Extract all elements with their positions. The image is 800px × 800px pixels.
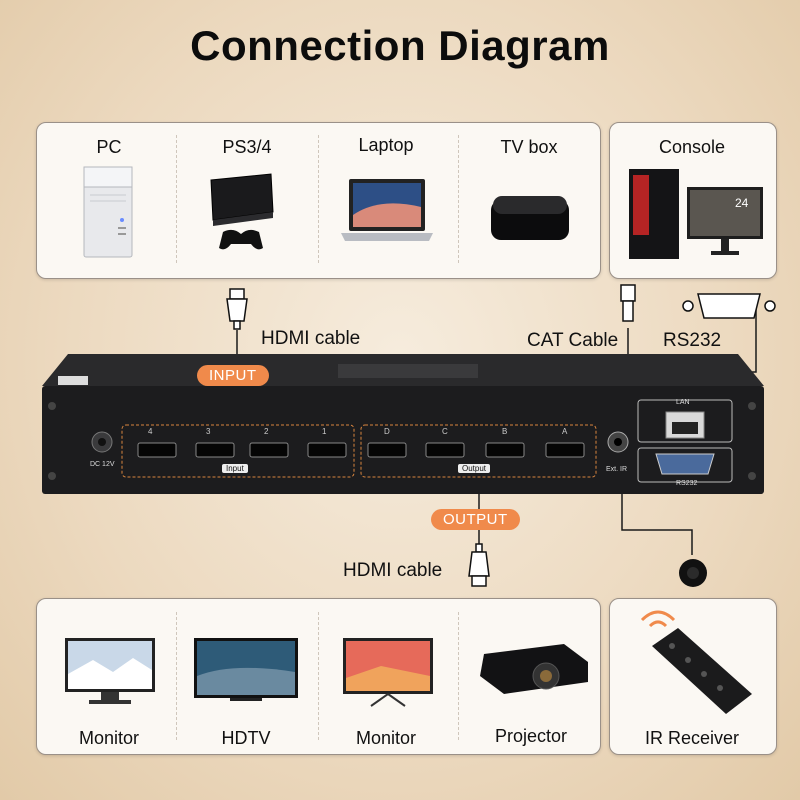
output-pill: OUTPUT bbox=[431, 509, 520, 530]
divider bbox=[318, 612, 319, 740]
output-port-label: B bbox=[502, 427, 508, 436]
divider bbox=[176, 135, 177, 263]
source-ps: PS3/4 bbox=[177, 137, 317, 158]
output-group-label: Output bbox=[458, 464, 491, 473]
source-label: Laptop bbox=[358, 135, 414, 155]
output-port-label: C bbox=[442, 427, 448, 436]
projector-icon bbox=[480, 644, 588, 694]
divider bbox=[176, 612, 177, 740]
hdmi-in-cable-label: HDMI cable bbox=[261, 328, 361, 349]
source-label: PS3/4 bbox=[222, 137, 272, 157]
pc-tower-icon bbox=[83, 166, 133, 258]
rs232-port-label: RS232 bbox=[676, 480, 698, 487]
remote-panel bbox=[609, 598, 777, 755]
input-port-label: 4 bbox=[148, 427, 153, 436]
output-port-label: A bbox=[562, 427, 568, 436]
ext-ir-label: Ext. IR bbox=[606, 466, 628, 473]
sink-label: Monitor bbox=[78, 728, 140, 748]
rs232-cable-label: RS232 bbox=[663, 330, 722, 351]
diagram-title: Connection Diagram bbox=[190, 22, 610, 69]
ir-remote-icon bbox=[640, 610, 752, 714]
svg-text:24: 24 bbox=[735, 196, 749, 210]
divider bbox=[458, 612, 459, 740]
rj45-plug-icon bbox=[620, 284, 636, 322]
divider bbox=[458, 135, 459, 263]
ir-sensor-icon bbox=[679, 559, 707, 587]
sink-label: Monitor bbox=[355, 728, 417, 748]
output-port-label: D bbox=[384, 427, 390, 436]
sink-hdtv: HDTV bbox=[176, 728, 316, 749]
sink-projector: Projector bbox=[461, 726, 601, 747]
input-port-label: 2 bbox=[264, 427, 269, 436]
input-group-label: Input bbox=[222, 464, 248, 473]
console-label: Console bbox=[658, 137, 726, 157]
hdmi-matrix-device bbox=[42, 354, 764, 494]
sink-monitor: Monitor bbox=[39, 728, 179, 749]
dc-power-label: DC 12V bbox=[90, 461, 115, 468]
monitor-icon bbox=[343, 638, 433, 707]
laptop-icon bbox=[341, 179, 433, 241]
input-port-label: 1 bbox=[322, 427, 327, 436]
sink-label: HDTV bbox=[221, 728, 271, 748]
source-label: PC bbox=[96, 137, 122, 157]
source-laptop: Laptop bbox=[316, 135, 456, 156]
source-pc: PC bbox=[39, 137, 179, 158]
monitor-icon bbox=[65, 638, 155, 704]
db9-connector-icon bbox=[682, 293, 776, 319]
game-console-icon bbox=[210, 173, 274, 250]
source-tvbox: TV box bbox=[459, 137, 599, 158]
divider bbox=[318, 135, 319, 263]
input-port-label: 3 bbox=[206, 427, 211, 436]
tv-box-icon bbox=[491, 196, 569, 240]
ir-receiver: IR Receiver bbox=[622, 728, 762, 749]
hdmi-plug-icon bbox=[226, 288, 248, 330]
hdtv-icon bbox=[194, 638, 298, 701]
hdmi-plug-icon bbox=[468, 543, 490, 587]
source-label: TV box bbox=[500, 137, 558, 157]
sink-label: Projector bbox=[494, 726, 568, 746]
remote-label: IR Receiver bbox=[644, 728, 740, 748]
sink-monitor-2: Monitor bbox=[316, 728, 456, 749]
control-console: Console bbox=[622, 137, 762, 158]
lan-port-label: LAN bbox=[676, 399, 690, 406]
desktop-computer-icon: 24 bbox=[629, 169, 763, 259]
hdmi-out-cable-label: HDMI cable bbox=[343, 560, 443, 581]
cat-cable-label: CAT Cable bbox=[527, 330, 619, 351]
input-pill: INPUT bbox=[197, 365, 269, 386]
